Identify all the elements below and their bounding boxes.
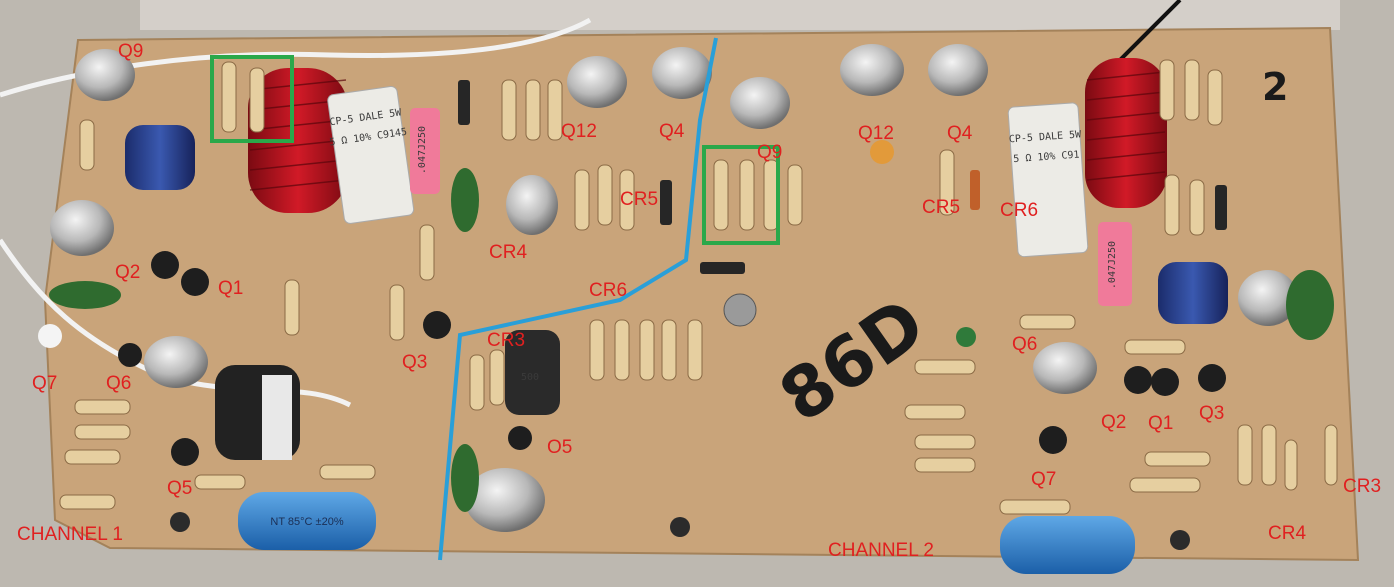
resistor-array [904,59,1338,515]
label-ch1-cr6: CR6 [589,280,627,301]
channel-2-labels: Q12 Q4 Q9 CR5 CR6 Q6 Q2 Q1 Q3 Q7 CR3 CR4… [757,123,1381,561]
capacitor-band [262,375,292,460]
film-cap-label: .047J250 [1107,241,1118,289]
resistor-label: CP-5 DALE 5W [1009,129,1083,145]
label-ch2-q6: Q6 [1012,334,1037,355]
highlight-box [702,145,780,245]
label-ch2-cr3: CR3 [1343,476,1381,497]
green-capacitor [451,444,479,512]
power-resistor: CP-5 DALE 5W 5 Ω 10% C9145 [327,85,415,224]
label-ch1-cr5: CR5 [620,189,658,210]
transistor-can [840,44,904,96]
cap-value: 500 [521,372,539,383]
to92-transistors [118,251,532,466]
highlight-box [210,55,294,143]
transistor-can [75,49,135,101]
resistor-array [59,61,803,510]
label-ch1-q3: Q3 [402,352,427,373]
label-ch1-q2: Q2 [115,262,140,283]
label-ch2-q12: Q12 [858,123,894,144]
channel-1-labels: Q9 Q12 Q4 CR5 CR4 CR6 CR3 Q2 Q1 Q3 Q7 Q6… [17,41,685,545]
film-capacitor [410,108,440,194]
label-ch1-q7: Q7 [32,373,57,394]
label-ch1-q9: Q9 [118,41,143,62]
transistor-can [1033,342,1097,394]
label-ch2-q3: Q3 [1199,403,1224,424]
label-ch2-q2: Q2 [1101,412,1126,433]
label-channel-1: CHANNEL 1 [17,524,123,545]
power-resistor: CP-5 DALE 5W 5 Ω 10% C91 [1007,102,1089,258]
label-ch2-cr4: CR4 [1268,523,1306,544]
to92-transistors [1039,364,1226,454]
label-ch2-q9: Q9 [757,142,782,163]
label-ch2-q1: Q1 [1148,413,1173,434]
axial-capacitor [1000,516,1135,574]
mount-hole [1170,530,1190,550]
axial-capacitor: NT 85°C ±20% [238,492,376,550]
label-ch2-q4: Q4 [947,123,973,144]
electrolytic-capacitor [505,330,560,415]
green-capacitor [451,168,479,232]
handwritten-corner-mark: 2 [1262,65,1288,109]
white-part [38,324,62,348]
electrolytic-capacitor [50,200,114,256]
inductor-coil [1085,58,1167,208]
transistor-can [730,77,790,129]
label-channel-2: CHANNEL 2 [828,540,934,561]
electrolytic-capacitor [1238,270,1298,326]
transistor-can [928,44,988,96]
label-ch1-q6: Q6 [106,373,131,394]
electrolytic-capacitor [125,125,195,190]
inductor-coil [248,68,348,213]
transistor-can [144,336,208,388]
label-ch1-q4: Q4 [659,121,685,142]
transistor-can [652,47,712,99]
green-capacitor [1286,270,1334,340]
label-ch1-q12: Q12 [561,121,597,142]
axial-cap-label: NT 85°C ±20% [270,516,343,528]
electrolytic-capacitor [1158,262,1228,324]
mount-hole [170,512,190,532]
label-ch1-q1: Q1 [218,278,243,299]
film-cap-label: .047J250 [417,126,428,174]
label-ch1-cr3: CR3 [487,330,525,351]
electrolytic-capacitor [506,175,558,235]
mount-hole [670,517,690,537]
resistor-label-2: 5 Ω 10% C91 [1013,150,1080,166]
label-ch2-cr5: CR5 [922,197,960,218]
label-ch2-cr6: CR6 [1000,200,1038,221]
ceramic-capacitor [870,140,894,164]
film-capacitor [1098,222,1132,306]
diodes [458,80,1227,274]
electrolytic-capacitor [465,468,545,532]
channel-divider-line [438,37,718,561]
mount-hole [723,293,757,327]
green-capacitor [956,327,976,347]
label-ch1-q5: Q5 [167,478,192,499]
green-capacitor [49,281,121,309]
enclosure-top [140,0,1340,30]
transistor-can [567,56,627,108]
label-ch1-cr4: CR4 [489,242,527,263]
label-ch2-q7: Q7 [1031,469,1056,490]
label-ch1-o5: O5 [547,437,572,458]
